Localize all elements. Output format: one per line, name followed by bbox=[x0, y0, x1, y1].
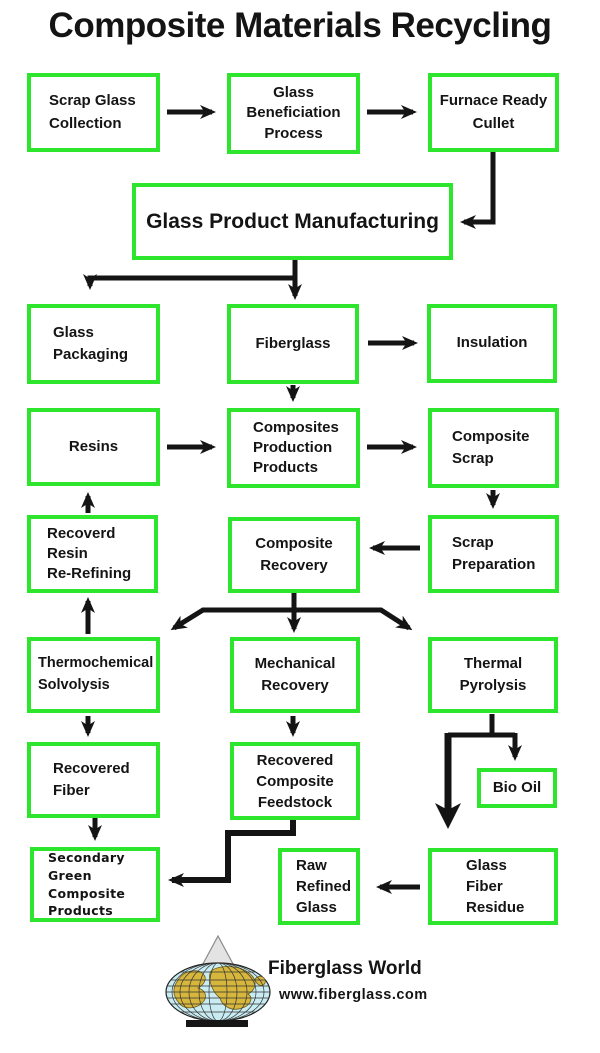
node-scrap-preparation: Scrap Preparation bbox=[428, 515, 559, 593]
continent-small bbox=[254, 976, 266, 986]
node-thermal-pyrolysis: Thermal Pyrolysis bbox=[428, 637, 558, 713]
diagram-title: Composite Materials Recycling bbox=[48, 6, 552, 45]
node-fiberglass: Fiberglass bbox=[227, 304, 359, 384]
node-recoverd-resin-re-refining: Recoverd Resin Re-Refining bbox=[27, 515, 158, 593]
node-resins: Resins bbox=[27, 408, 160, 486]
arrow-manufacturing-to-packaging bbox=[83, 260, 298, 290]
footer-brand-text: Fiberglass World bbox=[268, 958, 422, 979]
node-recovered-composite-feedstock: Recovered Composite Feedstock bbox=[230, 742, 360, 820]
footer-website-text: www.fiberglass.com bbox=[279, 987, 428, 1003]
arrow-recovery-to-solvolysis bbox=[170, 607, 381, 631]
arrow-feedstock-to-secondary bbox=[168, 818, 296, 887]
node-thermochemical-solvolysis: Thermochemical Solvolysis bbox=[27, 637, 160, 713]
node-mechanical-recovery: Mechanical Recovery bbox=[230, 637, 360, 713]
node-secondary-green-composite-products: Secondary Green Composite Products bbox=[30, 847, 160, 922]
arrow-cullet-to-manufacturing bbox=[460, 152, 496, 229]
node-glass-fiber-residue: Glass Fiber Residue bbox=[428, 848, 558, 925]
node-recovered-fiber: Recovered Fiber bbox=[27, 742, 160, 818]
split-pyrolysis-stem bbox=[448, 714, 515, 738]
node-composite-recovery: Composite Recovery bbox=[228, 517, 360, 593]
node-furnace-ready-cullet: Furnace Ready Cullet bbox=[428, 73, 559, 152]
node-composites-production-products: Composites Production Products bbox=[227, 408, 360, 488]
node-scrap-glass-collection: Scrap Glass Collection bbox=[27, 73, 160, 152]
node-composite-scrap: Composite Scrap bbox=[428, 408, 559, 488]
node-bio-oil: Bio Oil bbox=[477, 768, 557, 808]
node-insulation: Insulation bbox=[427, 304, 557, 383]
fiberglass-world-logo bbox=[165, 934, 271, 1027]
node-glass-packaging: Glass Packaging bbox=[27, 304, 160, 384]
arrow-recovery-to-pyrolysis bbox=[203, 607, 413, 631]
node-raw-refined-glass: Raw Refined Glass bbox=[278, 848, 360, 925]
node-glass-product-manufacturing: Glass Product Manufacturing bbox=[132, 183, 453, 260]
globe-grid bbox=[166, 963, 270, 1021]
logo-base bbox=[186, 1020, 248, 1027]
node-glass-beneficiation-process: Glass Beneficiation Process bbox=[227, 73, 360, 154]
